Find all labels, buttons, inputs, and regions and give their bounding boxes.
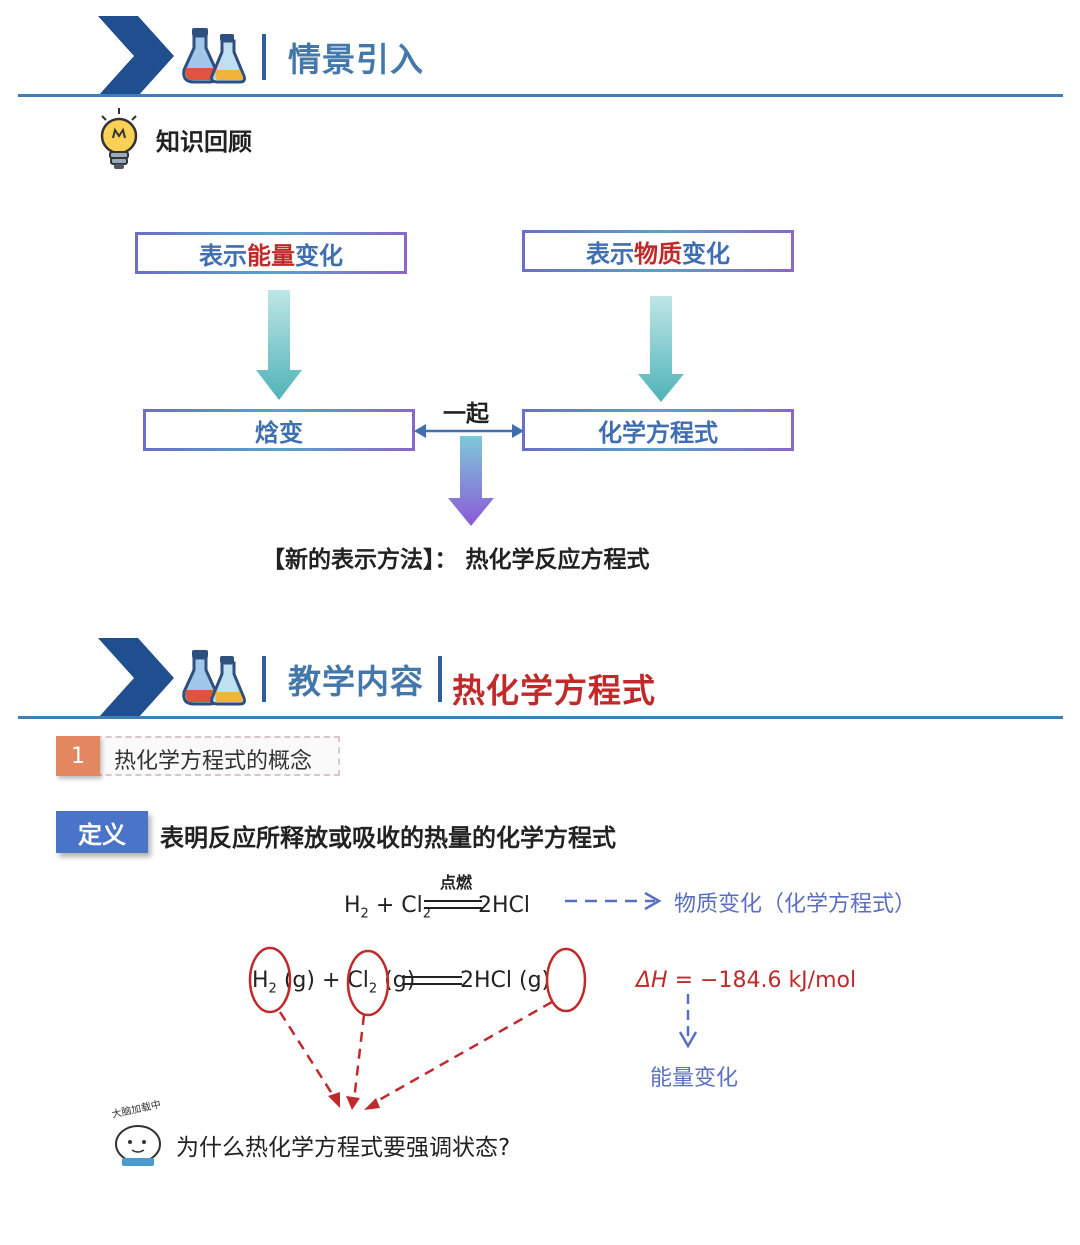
box-enthalpy-label: 焓变 bbox=[255, 418, 303, 447]
concept-heading bbox=[56, 736, 340, 776]
header-divider bbox=[262, 656, 266, 702]
eq2-cl2: Cl bbox=[347, 968, 369, 993]
section-subtitle: 热化学方程式 bbox=[452, 671, 656, 710]
new-method-text: 【新的表示方法】： 热化学反应方程式 bbox=[262, 547, 650, 573]
double-arrow bbox=[414, 424, 524, 438]
header-underline bbox=[18, 94, 1063, 97]
lightbulb-icon bbox=[100, 108, 138, 169]
eq1-cl2: Cl bbox=[401, 893, 423, 918]
eq1-double-line bbox=[424, 900, 482, 909]
circle-cl2-state bbox=[346, 949, 390, 1017]
box-matter-post: 变化 bbox=[682, 239, 730, 268]
box-matter-highlight: 物质 bbox=[634, 239, 682, 268]
header-chevron bbox=[98, 16, 174, 96]
eq2-double-line bbox=[402, 976, 462, 985]
box-energy-pre: 表示 bbox=[199, 241, 247, 270]
header-underline bbox=[18, 716, 1063, 719]
eq1-annotation: 物质变化（化学方程式） bbox=[674, 892, 917, 917]
box-energy-change: 表示能量变化 bbox=[135, 232, 407, 274]
eq2-h2: H bbox=[252, 968, 269, 993]
definition-text: 表明反应所释放或吸收的热量的化学方程式 bbox=[160, 824, 616, 852]
energy-change-label: 能量变化 bbox=[650, 1066, 739, 1091]
box-matter-pre: 表示 bbox=[586, 239, 634, 268]
eq2-plus: + bbox=[321, 968, 341, 993]
flask-icon bbox=[182, 650, 246, 706]
box-matter-change: 表示物质变化 bbox=[522, 230, 794, 272]
section-title: 情景引入 bbox=[288, 40, 424, 79]
question-text: 为什么热化学方程式要强调状态? bbox=[176, 1135, 511, 1161]
header-chevron bbox=[98, 638, 174, 718]
together-label: 一起 bbox=[443, 401, 489, 427]
definition-tag-label: 定义 bbox=[78, 820, 126, 849]
concept-title: 热化学方程式的概念 bbox=[114, 749, 313, 774]
header-divider bbox=[262, 34, 266, 80]
delta-h-eq: = bbox=[674, 968, 694, 993]
delta-h-symbol: ΔH bbox=[636, 968, 668, 993]
concept-number: 1 bbox=[71, 743, 85, 769]
section-title: 教学内容 bbox=[288, 662, 424, 701]
eq1-plus: + bbox=[375, 893, 395, 918]
eq1-cl2-sub: 2 bbox=[422, 906, 432, 922]
box-chemical-equation: 化学方程式 bbox=[522, 409, 794, 451]
definition-tag: 定义 bbox=[56, 811, 148, 853]
box-enthalpy: 焓变 bbox=[143, 409, 415, 451]
eq1-product: 2HCl bbox=[478, 893, 531, 918]
circle-h2-state bbox=[248, 946, 292, 1014]
box-energy-highlight: 能量 bbox=[247, 241, 295, 270]
down-arrow-right bbox=[638, 296, 684, 402]
delta-h-value: −184.6 kJ/mol bbox=[700, 968, 857, 993]
eq2-cl2-state: (g) bbox=[384, 968, 416, 993]
down-arrow-left bbox=[256, 290, 302, 400]
state-highlight-overlay bbox=[248, 946, 587, 1110]
concept-number-badge: 1 bbox=[56, 736, 100, 776]
eq2-product: 2HCl (g) bbox=[460, 968, 551, 993]
eq1-h2-sub: 2 bbox=[360, 906, 369, 922]
eq1-h2: H bbox=[344, 893, 361, 918]
circle-hcl-state bbox=[545, 947, 587, 1013]
mascot-icon bbox=[115, 1125, 161, 1166]
box-energy-post: 变化 bbox=[295, 241, 343, 270]
review-label: 知识回顾 bbox=[156, 128, 252, 156]
flask-icon bbox=[182, 28, 246, 84]
down-arrow-center bbox=[448, 436, 494, 526]
dashed-arrow-right bbox=[565, 891, 662, 911]
header-divider-2 bbox=[438, 656, 442, 702]
eq2-cl2-sub: 2 bbox=[368, 981, 378, 997]
eq2-h2-sub: 2 bbox=[268, 981, 277, 997]
eq1: H2 + Cl2 bbox=[344, 893, 431, 921]
dashed-arrow-down bbox=[678, 994, 698, 1049]
eq1-condition: 点燃 bbox=[440, 873, 473, 892]
delta-h: ΔH = −184.6 kJ/mol bbox=[636, 968, 856, 993]
box-equation-label: 化学方程式 bbox=[598, 418, 718, 447]
